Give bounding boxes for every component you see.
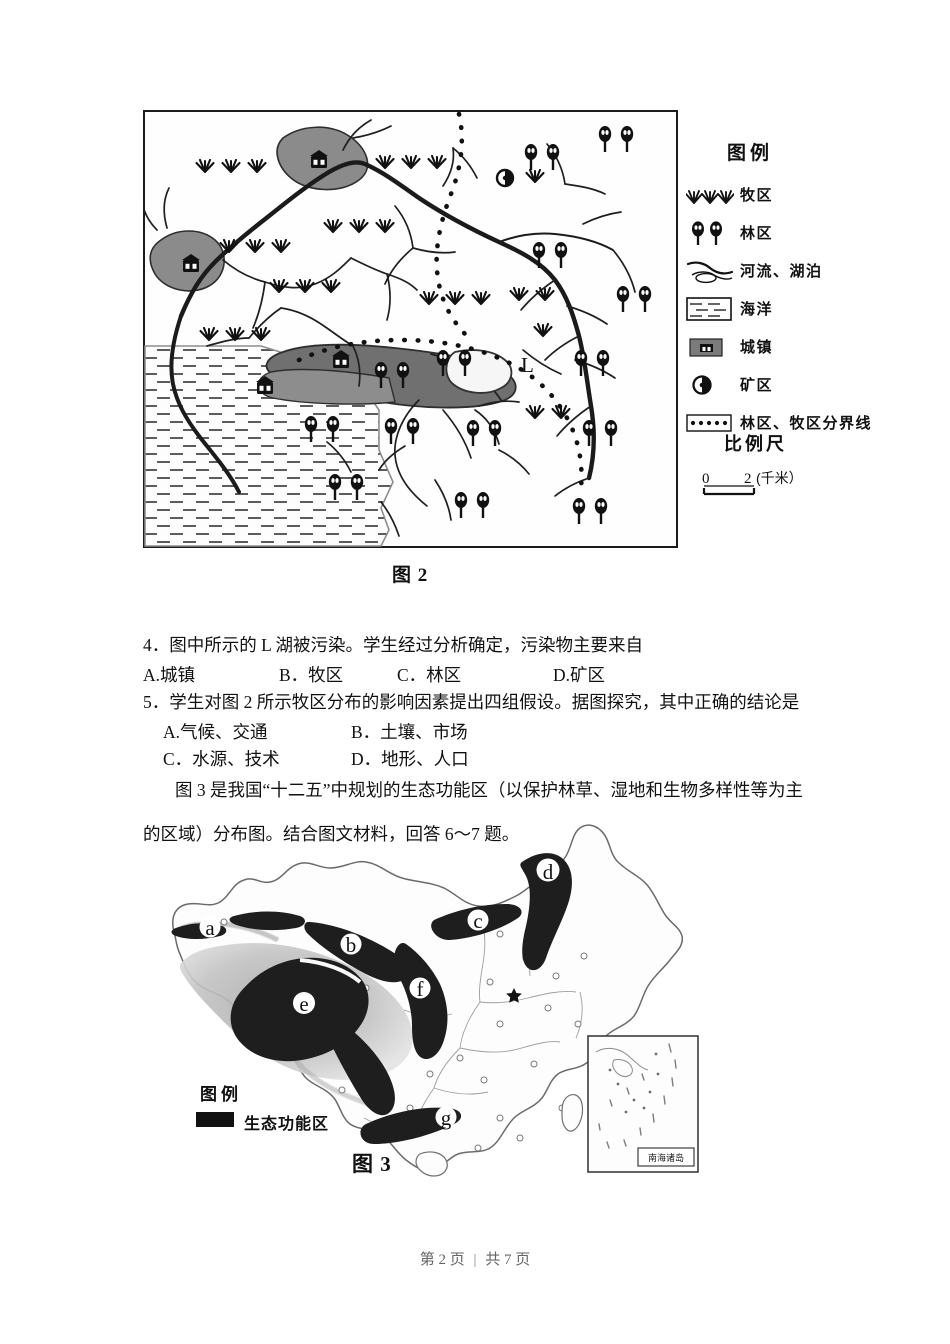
legend-label-ocean: 海洋 bbox=[740, 301, 774, 318]
figure2-caption: 图 2 bbox=[392, 565, 429, 586]
river-lake-icon bbox=[686, 258, 734, 284]
question-4-stem: 4．图中所示的 L 湖被污染。学生经过分析确定，污染物主要来自 bbox=[143, 635, 644, 655]
legend-label-pastoral: 牧区 bbox=[740, 187, 774, 204]
q5-option-b[interactable]: B．土壤、市场 bbox=[351, 721, 468, 742]
legend-row-pastoral: 牧区 bbox=[685, 182, 936, 208]
figure3-legend-label: 生态功能区 bbox=[244, 1116, 330, 1133]
scale-min-label: 0 bbox=[702, 471, 710, 487]
south-china-sea-inset: 南海诸岛 bbox=[587, 1035, 699, 1173]
legend-row-town: 城镇 bbox=[686, 334, 936, 360]
passage-line-2: 的区域）分布图。结合图文材料，回答 6～7 题。 bbox=[143, 821, 833, 848]
scale-bar: 0 2 (千米） bbox=[700, 468, 860, 502]
zone-label-e: e bbox=[299, 992, 308, 1016]
q4-option-d[interactable]: D.矿区 bbox=[553, 664, 606, 685]
eco-zone-swatch-icon bbox=[196, 1112, 234, 1127]
dotted-boundary-icon bbox=[686, 410, 734, 434]
figure3-map: a b c d e f g bbox=[148, 812, 708, 1182]
footer-total-pages: 共 7 页 bbox=[485, 1252, 531, 1268]
zone-label-a: a bbox=[205, 916, 215, 940]
mine-circle-icon bbox=[686, 372, 734, 396]
passage-text-1: 图 3 是我国“十二五”中规划的生态功能区（以保护林草、湿地和生物多样性等为主 bbox=[175, 779, 804, 800]
zone-labels: a b c d e f g bbox=[199, 858, 560, 1130]
legend-row-mine: 矿区 bbox=[686, 372, 936, 398]
question-5-options-row1: A.气候、交通 B．土壤、市场 bbox=[143, 720, 833, 744]
zone-label-f: f bbox=[417, 977, 424, 1001]
inset-label: 南海诸岛 bbox=[648, 1152, 684, 1163]
question-5-stem: 5．学生对图 2 所示牧区分布的影响因素提出四组假设。据图探究，其中正确的结论是 bbox=[143, 691, 800, 712]
eco-function-zones bbox=[171, 853, 572, 1144]
mine-symbol bbox=[495, 168, 515, 188]
figure2-legend: 图例 牧区 bbox=[685, 138, 936, 498]
passage-text-2: 的区域）分布图。结合图文材料，回答 6～7 题。 bbox=[143, 824, 520, 845]
legend-row-ocean: 海洋 bbox=[686, 296, 936, 322]
figure3-legend: 图例 生态功能区 bbox=[196, 1080, 416, 1133]
legend-title: 图例 bbox=[727, 143, 774, 164]
question-5-options-row2: C．水源、技术 D．地形、人口 bbox=[143, 747, 833, 771]
grass-tuft-icon bbox=[685, 182, 735, 206]
figure2-map-graphic: L bbox=[143, 111, 653, 547]
legend-label-town: 城镇 bbox=[740, 339, 774, 356]
q4-option-c[interactable]: C．林区 bbox=[397, 664, 462, 685]
zone-label-g: g bbox=[441, 1106, 452, 1130]
questions-block: 4．图中所示的 L 湖被污染。学生经过分析确定，污染物主要来自 A.城镇 B．牧… bbox=[143, 633, 833, 866]
figure3-legend-title: 图例 bbox=[200, 1085, 242, 1104]
legend-label-mine: 矿区 bbox=[740, 377, 774, 394]
footer-current-page: 第 2 页 bbox=[419, 1252, 465, 1268]
scale-unit-label: (千米） bbox=[756, 470, 803, 486]
q5-option-d[interactable]: D．地形、人口 bbox=[351, 748, 469, 769]
ocean-hatch-icon bbox=[686, 296, 734, 321]
legend-label-boundary: 林区、牧区分界线 bbox=[740, 415, 873, 432]
legend-label-river-lake: 河流、湖泊 bbox=[740, 263, 823, 280]
legend-row-forest: 林区 bbox=[686, 220, 936, 246]
figure3-caption: 图 3 bbox=[352, 1152, 392, 1176]
q5-option-a[interactable]: A.气候、交通 bbox=[163, 721, 268, 742]
footer-separator: | bbox=[473, 1252, 477, 1268]
legend-row-river-lake: 河流、湖泊 bbox=[686, 258, 936, 284]
scale-max-label: 2 bbox=[744, 471, 752, 487]
lake-label-L: L bbox=[521, 353, 534, 377]
tree-icon bbox=[686, 220, 734, 245]
passage-line-1: 图 3 是我国“十二五”中规划的生态功能区（以保护林草、湿地和生物多样性等为主 bbox=[143, 777, 833, 804]
figure2-map: L bbox=[143, 110, 678, 548]
zone-label-d: d bbox=[543, 860, 554, 884]
figure3-map-graphic: a b c d e f g bbox=[171, 824, 699, 1177]
q4-option-b[interactable]: B．牧区 bbox=[279, 664, 344, 685]
question-4-options: A.城镇 B．牧区 C．林区 D.矿区 bbox=[143, 663, 833, 687]
q5-option-c[interactable]: C．水源、技术 bbox=[163, 748, 280, 769]
legend-label-forest: 林区 bbox=[740, 225, 774, 242]
scale-title: 比例尺 bbox=[724, 434, 787, 454]
page-footer: 第 2 页 | 共 7 页 bbox=[0, 1248, 950, 1269]
town-patch-icon bbox=[686, 334, 734, 358]
legend-row-boundary: 林区、牧区分界线 bbox=[686, 410, 936, 436]
zone-label-b: b bbox=[346, 933, 357, 957]
q4-option-a[interactable]: A.城镇 bbox=[143, 664, 196, 685]
zone-label-c: c bbox=[473, 909, 482, 933]
